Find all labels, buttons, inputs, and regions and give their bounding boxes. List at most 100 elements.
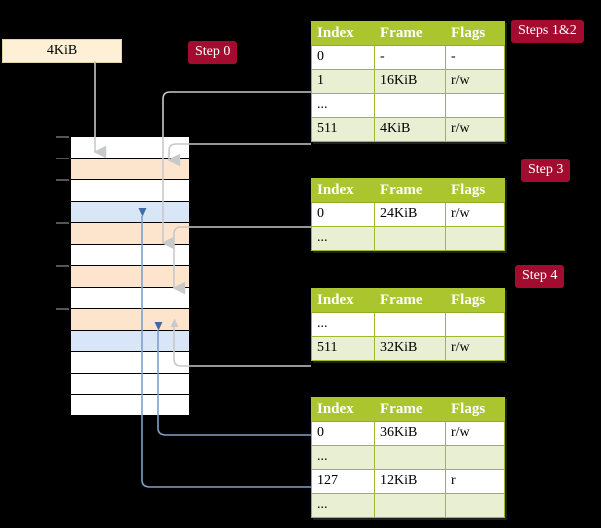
column-header-index: Index — [311, 288, 375, 313]
badge-steps-1-2: Steps 1&2 — [511, 20, 584, 43]
connector-pdp-entry0 — [172, 226, 311, 295]
column-header-flags: Flags — [445, 288, 505, 313]
cell-flags: - — [445, 45, 505, 70]
cell-flags: r/w — [445, 69, 505, 94]
memory-scale-tick — [56, 222, 69, 224]
table-row: ... — [311, 493, 505, 518]
connector-pml4-entry511 — [167, 143, 311, 167]
memory-frame-row — [70, 157, 190, 179]
cell-flags — [445, 312, 505, 337]
cell-frame: 4KiB — [374, 117, 446, 142]
cell-frame — [374, 445, 446, 470]
memory-frame-row — [70, 372, 190, 394]
memory-scale-tick — [56, 157, 69, 159]
cell-index: 511 — [311, 117, 375, 142]
cell-frame: 32KiB — [374, 336, 446, 361]
column-header-flags: Flags — [445, 21, 505, 46]
column-header-flags: Flags — [445, 397, 505, 422]
cell-index: 127 — [311, 469, 375, 494]
memory-frame-row — [70, 265, 190, 287]
cell-frame — [374, 226, 446, 251]
cell-frame — [374, 312, 446, 337]
source-frame-box: 4KiB — [2, 39, 122, 63]
cell-index: ... — [311, 93, 375, 118]
badge-label: Steps 1&2 — [518, 23, 577, 38]
cell-flags: r/w — [445, 117, 505, 142]
column-header-flags: Flags — [445, 178, 505, 203]
table-row: ... — [311, 93, 505, 118]
column-header-frame: Frame — [374, 178, 446, 203]
column-header-frame: Frame — [374, 21, 446, 46]
memory-frame-row — [70, 222, 190, 244]
memory-frame-row — [70, 243, 190, 265]
badge-label: Step 0 — [195, 44, 231, 59]
cell-frame: 36KiB — [374, 421, 446, 446]
cell-index: 1 — [311, 69, 375, 94]
memory-scale-tick — [56, 136, 69, 138]
cell-flags — [445, 445, 505, 470]
cell-flags: r — [445, 469, 505, 494]
column-header-frame: Frame — [374, 288, 446, 313]
highlighted-value: 511 — [317, 121, 338, 136]
column-header-index: Index — [311, 178, 375, 203]
cell-index: 0 — [311, 202, 375, 227]
cell-index: 0 — [311, 45, 375, 70]
cell-index: ... — [311, 493, 375, 518]
cell-flags — [445, 493, 505, 518]
highlighted-value: r/w — [451, 121, 470, 136]
cell-flags — [445, 226, 505, 251]
table-row: ... — [311, 312, 505, 337]
physical-memory-column — [70, 136, 190, 416]
cell-frame — [374, 93, 446, 118]
table-row: ... — [311, 445, 505, 470]
cell-flags: r/w — [445, 336, 505, 361]
cell-frame: - — [374, 45, 446, 70]
highlighted-value: 4KiB — [380, 121, 411, 136]
memory-scale-tick — [56, 179, 69, 181]
cell-frame: 24KiB — [374, 202, 446, 227]
memory-frame-row — [70, 308, 190, 330]
memory-scale-tick — [56, 265, 69, 267]
badge-label: Step 3 — [528, 162, 564, 177]
badge-step-3: Step 3 — [521, 159, 571, 182]
cell-frame: 12KiB — [374, 469, 446, 494]
cell-index: ... — [311, 445, 375, 470]
cell-flags: r/w — [445, 421, 505, 446]
cell-index: ... — [311, 226, 375, 251]
column-header-index: Index — [311, 397, 375, 422]
source-frame-label: 4KiB — [46, 43, 78, 58]
memory-scale-tick — [56, 308, 69, 310]
memory-frame-row — [70, 136, 190, 158]
cell-index: 511 — [311, 336, 375, 361]
table-row: ... — [311, 226, 505, 251]
column-header-frame: Frame — [374, 397, 446, 422]
badge-step-0: Step 0 — [188, 41, 238, 64]
connector-pd-entry511-line — [173, 327, 311, 367]
badge-label: Step 4 — [522, 268, 558, 283]
cell-flags: r/w — [445, 202, 505, 227]
table-row: 511 4KiB r/w — [311, 117, 505, 142]
column-header-index: Index — [311, 21, 375, 46]
cell-flags — [445, 93, 505, 118]
memory-frame-row — [70, 394, 190, 416]
table-row: 0-- — [311, 45, 505, 70]
memory-frame-row — [70, 200, 190, 222]
memory-frame-row — [70, 286, 190, 308]
badge-step-4: Step 4 — [515, 265, 565, 288]
memory-frame-row — [70, 351, 190, 373]
cell-frame: 16KiB — [374, 69, 446, 94]
memory-frame-row — [70, 179, 190, 201]
